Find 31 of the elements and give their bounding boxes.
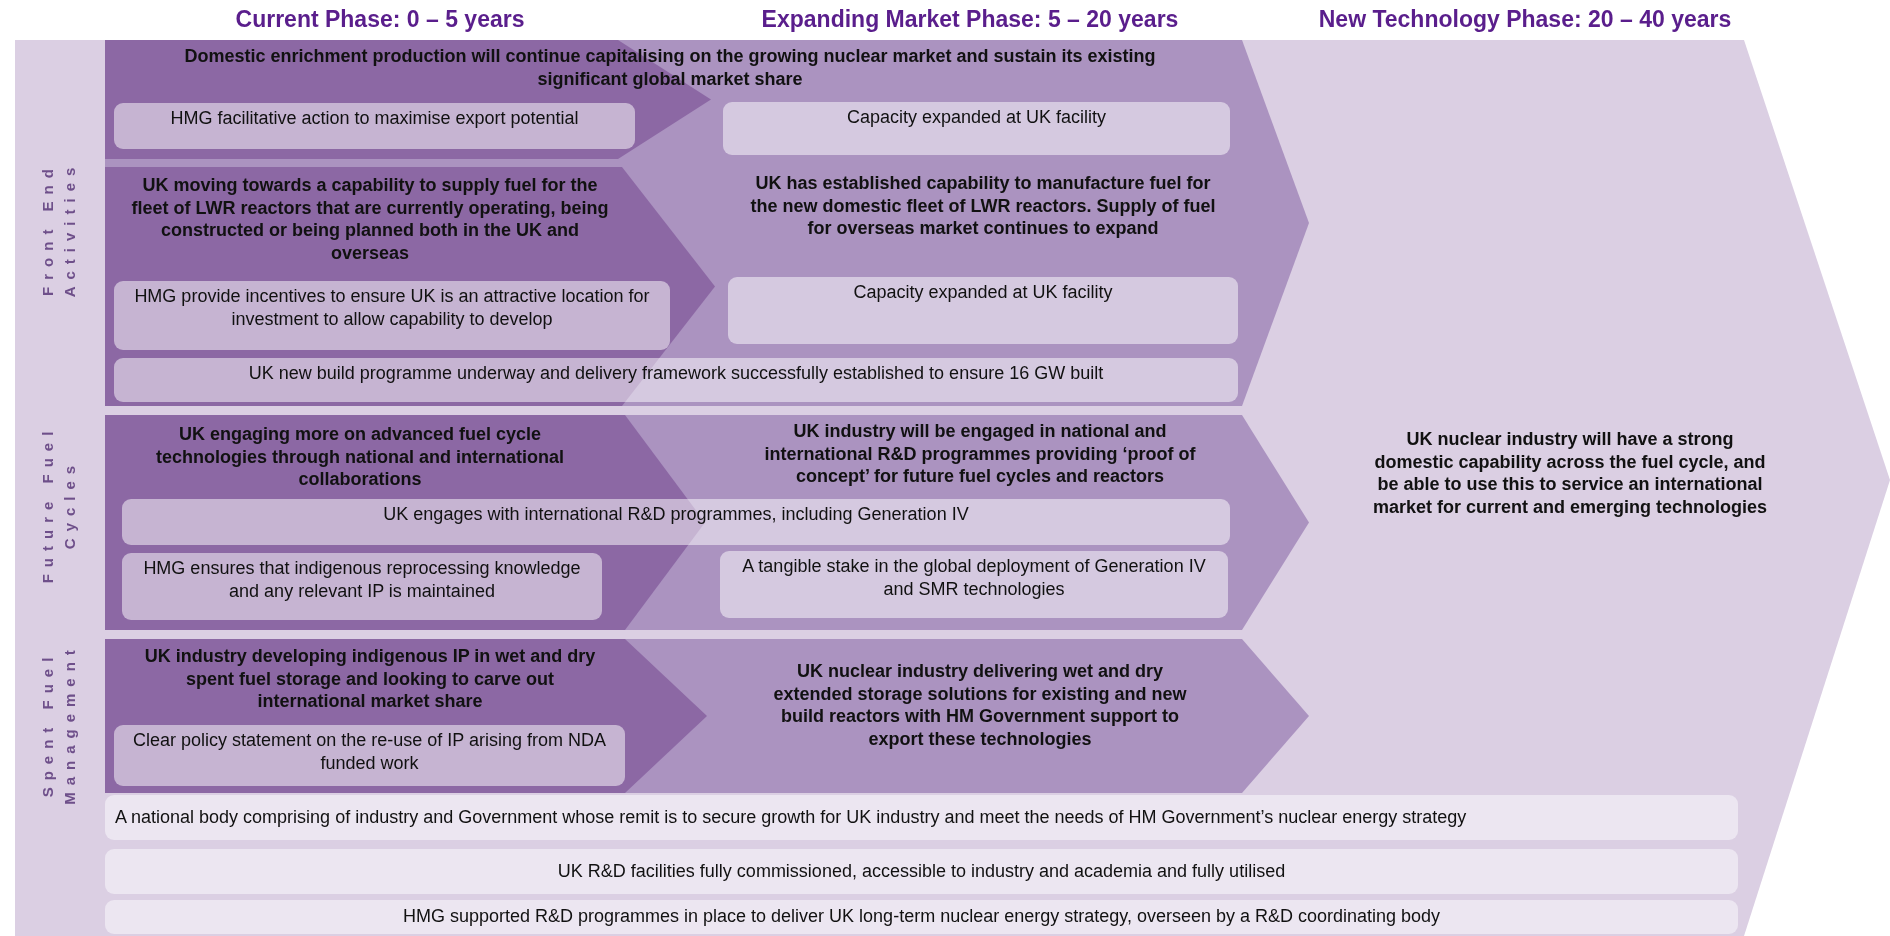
statement-box: HMG ensures that indigenous reprocessing knowledge and any relevant IP is maintained xyxy=(122,553,602,620)
statement-bar: A national body comprising of industry and Government whose remit is to secure growth for UK industry and meet the needs of HM Government’s nuclear energy strategy xyxy=(105,795,1738,840)
statement-heading: Domestic enrichment production will continue capitalising on the growing nuclear market and sustain its existing significant global market share xyxy=(183,45,1157,91)
statement-box: HMG provide incentives to ensure UK is an attractive location for investment to allow capability to develop xyxy=(114,281,670,350)
statement-bar: UK R&D facilities fully commissioned, accessible to industry and academia and fully utilised xyxy=(105,849,1738,894)
statement-box: Clear policy statement on the re-use of IP arising from NDA funded work xyxy=(114,725,625,786)
statement-heading: UK engaging more on advanced fuel cycle technologies through national and international collaborations xyxy=(155,423,565,491)
row-label: Front End Activities xyxy=(37,159,79,300)
chevron-band xyxy=(105,415,1309,630)
statement-box: Capacity expanded at UK facility xyxy=(723,102,1230,155)
statement-box: A tangible stake in the global deployment of Generation IV and SMR technologies xyxy=(720,551,1228,618)
phase-title: Expanding Market Phase: 5 – 20 years xyxy=(761,6,1179,33)
statement-heading: UK industry developing indigenous IP in wet and dry spent fuel storage and looking to carve out international market share xyxy=(143,645,597,713)
statement-heading: UK nuclear industry will have a strong domestic capability across the fuel cycle, and be able to use this to service an international market for current and emerging technologies xyxy=(1371,428,1769,519)
chevron-band xyxy=(105,639,1309,793)
chevron-background xyxy=(15,40,1890,936)
statement-box: UK engages with international R&D programmes, including Generation IV xyxy=(122,499,1230,545)
chevron-band xyxy=(105,639,707,793)
statement-heading: UK moving towards a capability to supply fuel for the fleet of LWR reactors that are currently operating, being constructed or being planned both in the UK and overseas xyxy=(130,174,610,265)
chevron-band xyxy=(105,40,1309,406)
statement-heading: UK nuclear industry delivering wet and dry extended storage solutions for existing and new build reactors with HM Government support to export these technologies xyxy=(772,660,1188,751)
row-label: Future Fuel Cycles xyxy=(37,423,79,586)
statement-heading: UK has established capability to manufacture fuel for the new domestic fleet of LWR reactors. Supply of fuel for overseas market continues to expand xyxy=(749,172,1217,240)
statement-box: HMG facilitative action to maximise export potential xyxy=(114,103,635,149)
statement-box: Capacity expanded at UK facility xyxy=(728,277,1238,344)
row-label: Spent Fuel Management xyxy=(37,642,79,807)
statement-bar: HMG supported R&D programmes in place to deliver UK long-term nuclear energy strategy, overseen by a R&D coordinating body xyxy=(105,900,1738,934)
phase-title: New Technology Phase: 20 – 40 years xyxy=(1318,6,1732,33)
statement-heading: UK industry will be engaged in national and international R&D programmes providing ‘proof of concept’ for future fuel cycles and reactors xyxy=(763,420,1197,488)
phase-title: Current Phase: 0 – 5 years xyxy=(235,6,525,33)
statement-box: UK new build programme underway and delivery framework successfully established to ensure 16 GW built xyxy=(114,358,1238,402)
